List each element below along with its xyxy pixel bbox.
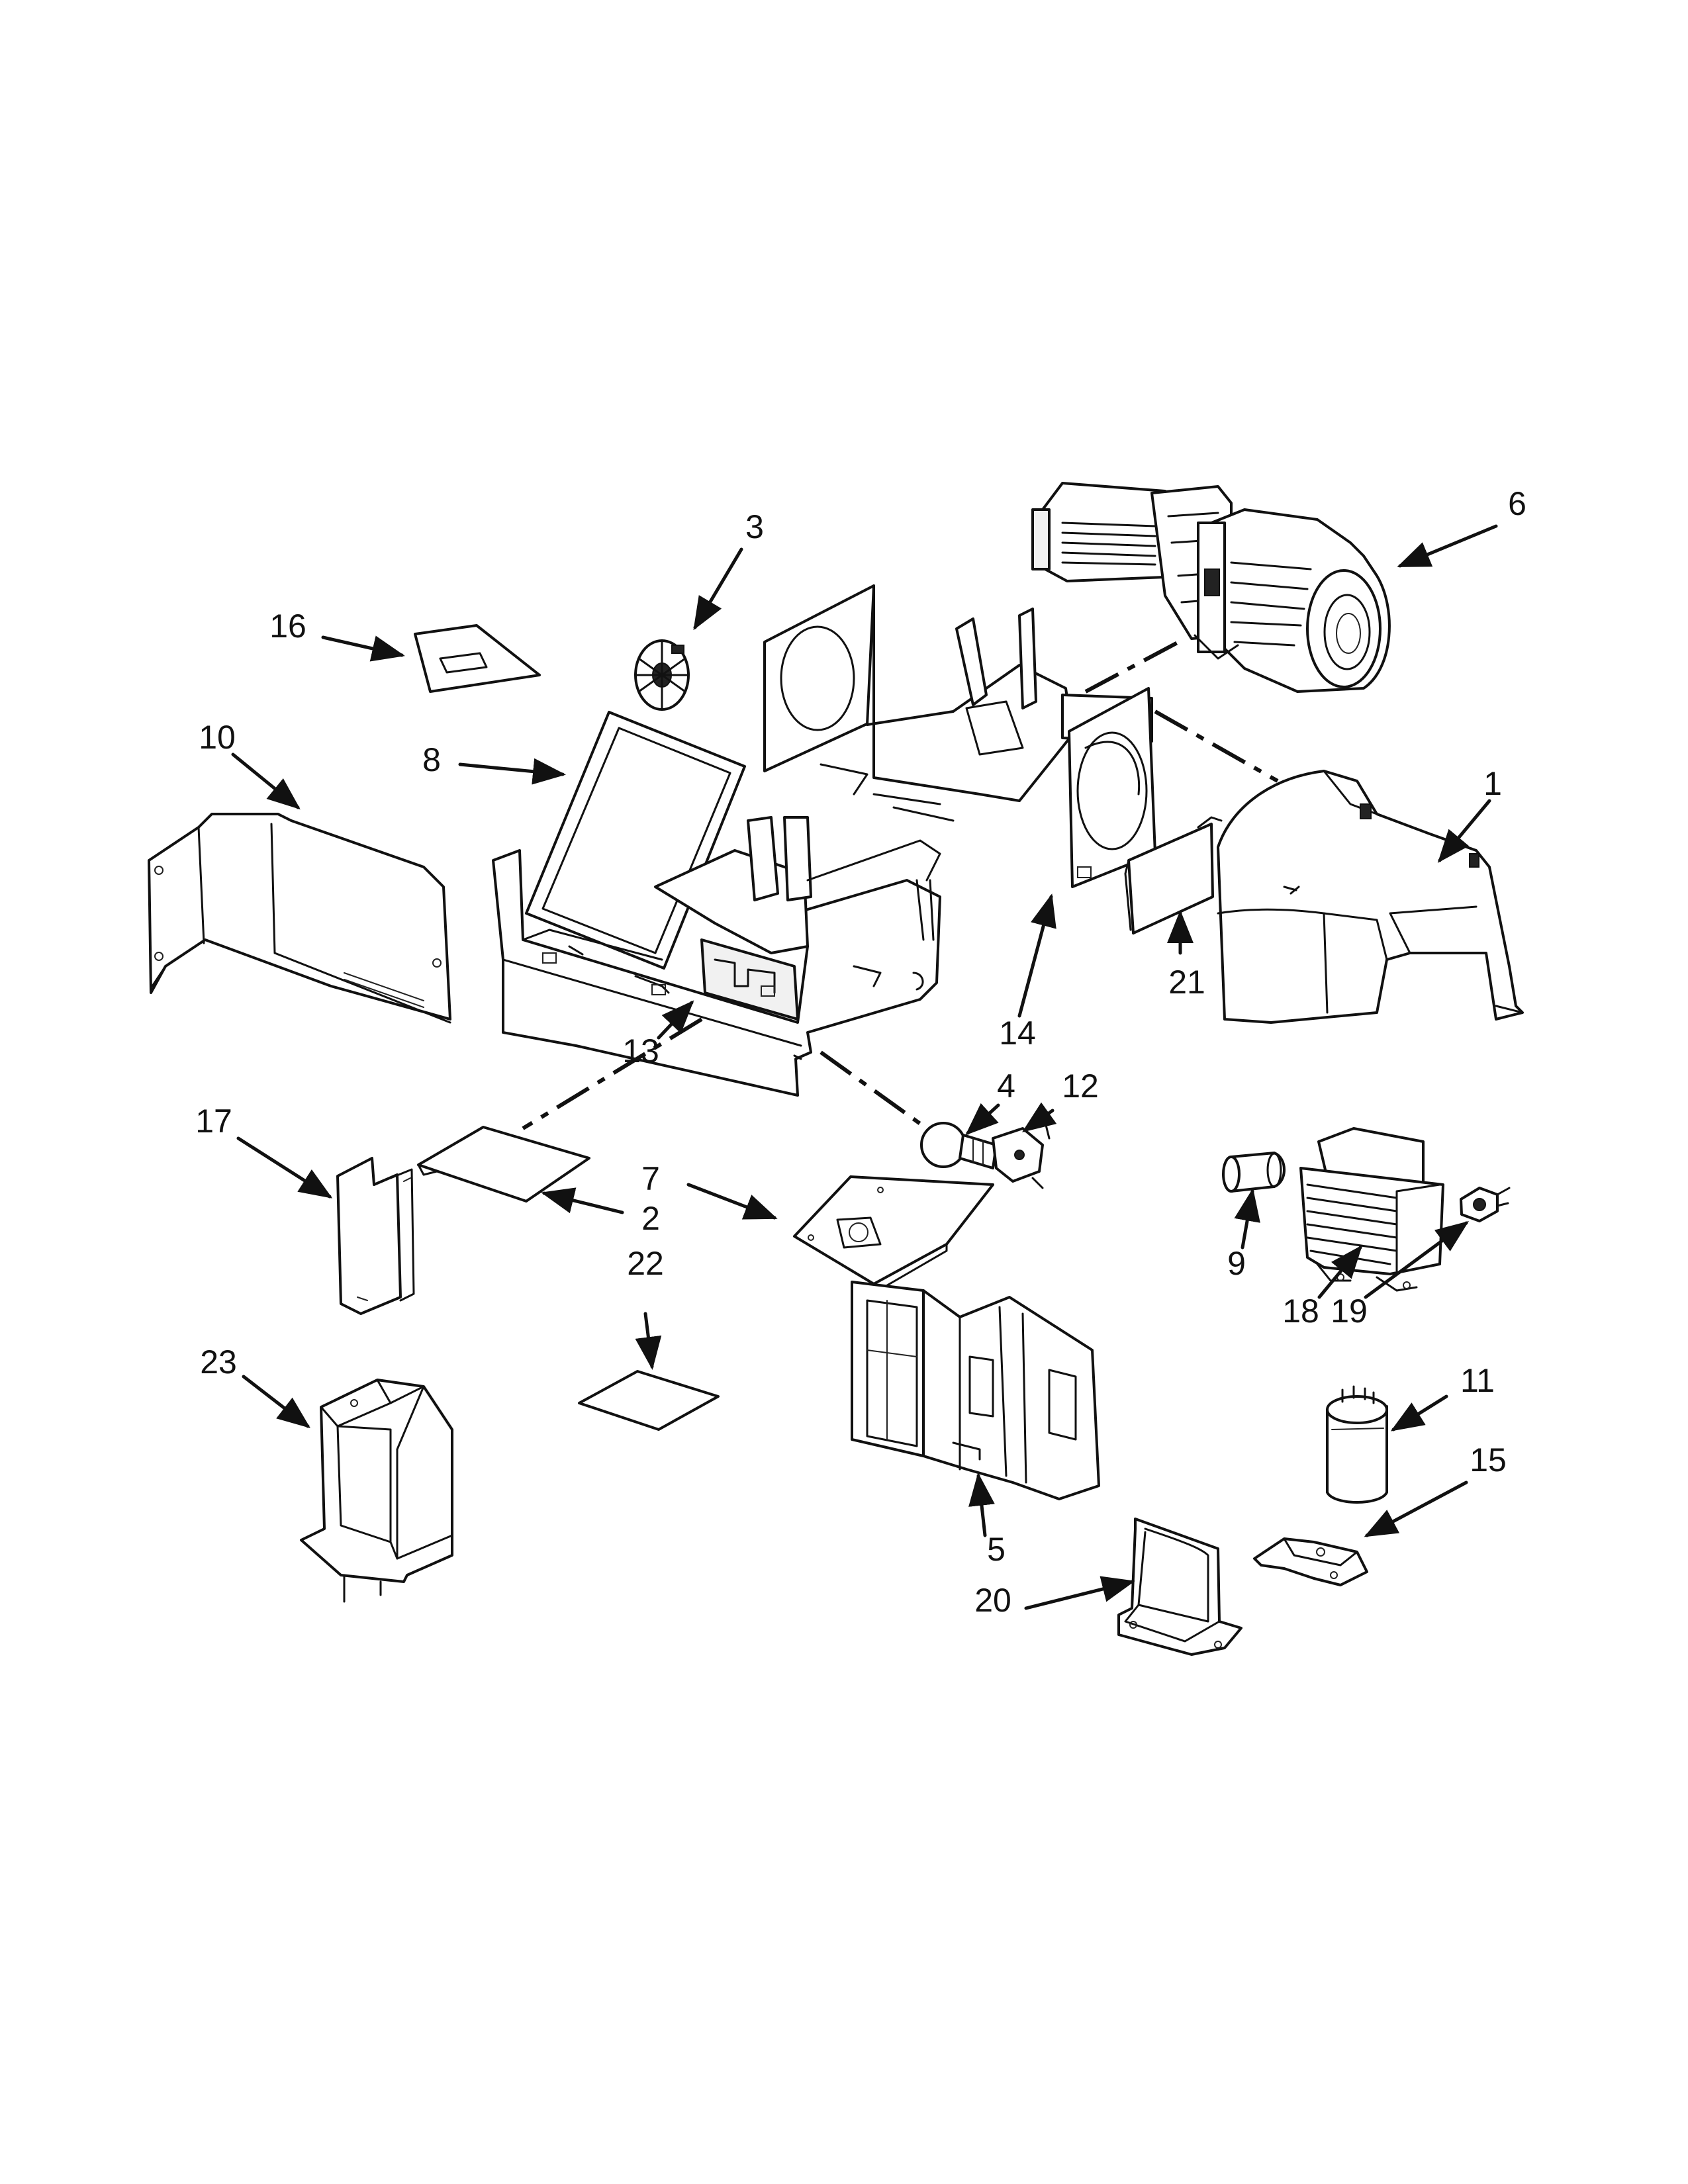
callout-12: 12: [1062, 1068, 1099, 1105]
part-11-capacitor: [1326, 1385, 1388, 1504]
part-1-vent-duct: [1217, 770, 1524, 1024]
callout-22: 22: [627, 1245, 664, 1282]
part-6-blower-motor: [1031, 482, 1391, 693]
part-16-label-plate: [414, 624, 541, 693]
callout-3: 3: [745, 508, 764, 545]
callout-labels: 1 2 3 4 5 6 7 8 9 10 11 12 13 14 15 16 1…: [195, 485, 1526, 1619]
part-8-filter: [525, 711, 746, 970]
callout-11: 11: [1460, 1362, 1495, 1399]
alignment-lines: [522, 637, 1279, 1130]
part-14-rear-plate: [763, 584, 1156, 888]
part-12-socket: [992, 1124, 1051, 1189]
part-15-clip: [1253, 1537, 1368, 1586]
part-21-panel: [1124, 816, 1223, 934]
part-9-cylinder: [1222, 1152, 1286, 1193]
callout-17: 17: [195, 1103, 232, 1140]
callout-4: 4: [997, 1068, 1015, 1105]
part-7-cover-plate: [793, 1175, 994, 1291]
part-2-plate: [417, 1126, 590, 1203]
callout-16: 16: [269, 608, 306, 645]
part-5-tray: [851, 1281, 1100, 1500]
part-20-duct-adapter: [1117, 1518, 1243, 1656]
callout-14: 14: [999, 1015, 1036, 1052]
part-22-plate: [578, 1370, 720, 1431]
part-17-bracket: [336, 1157, 415, 1315]
callout-23: 23: [200, 1343, 237, 1381]
callout-9: 9: [1227, 1245, 1246, 1282]
part-23-bracket: [300, 1379, 453, 1603]
part-19-thermostat: [1460, 1187, 1511, 1222]
callout-19: 19: [1331, 1293, 1368, 1330]
part-18-transformer: [1299, 1127, 1444, 1292]
callout-2: 2: [641, 1200, 660, 1237]
callout-8: 8: [422, 741, 441, 778]
callout-21: 21: [1168, 964, 1205, 1001]
callout-20: 20: [974, 1582, 1011, 1619]
callout-1: 1: [1483, 765, 1502, 802]
callout-15: 15: [1470, 1441, 1507, 1479]
callout-5: 5: [987, 1531, 1006, 1568]
leader-lines: [231, 524, 1498, 1610]
part-4-bulb: [920, 1122, 998, 1169]
callout-13: 13: [622, 1032, 659, 1069]
callout-7: 7: [641, 1160, 660, 1197]
part-13-base-chassis: [492, 816, 941, 1097]
part-10-side-panel: [148, 813, 451, 1024]
callout-6: 6: [1508, 485, 1526, 522]
callout-10: 10: [199, 719, 236, 756]
part-3-fan: [634, 639, 690, 711]
callout-18: 18: [1282, 1293, 1319, 1330]
